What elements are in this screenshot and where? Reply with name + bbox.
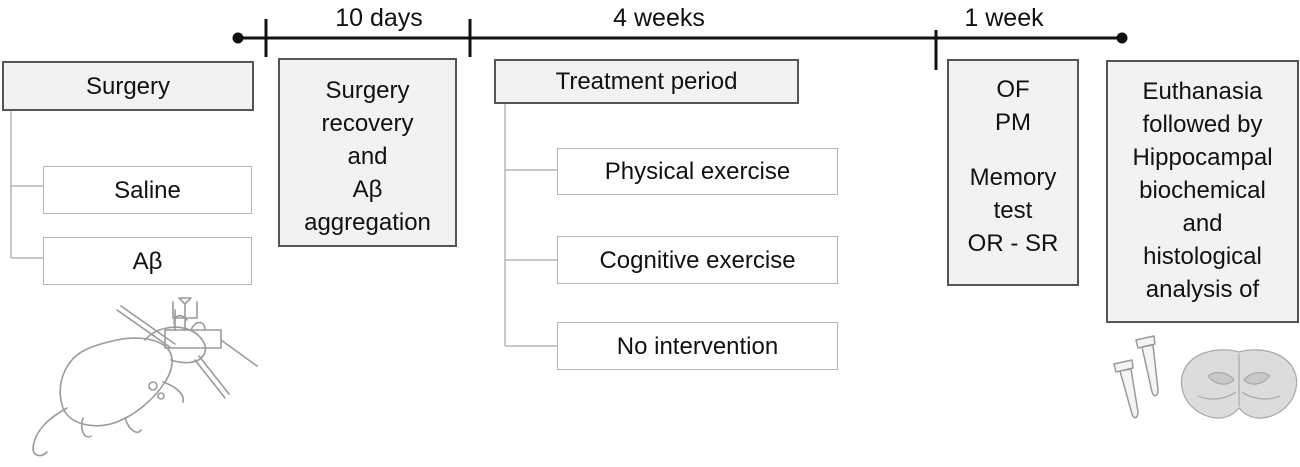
euthanasia-line: and xyxy=(1182,210,1223,237)
recovery-line: and xyxy=(347,143,388,170)
euthanasia-line: Hippocampal xyxy=(1132,144,1273,171)
group-cognitive-exercise-box: Cognitive exercise xyxy=(557,236,838,284)
group-no-intervention-box: No intervention xyxy=(557,322,838,370)
brain-section-icon xyxy=(1180,349,1298,419)
group-no-intervention-label: No intervention xyxy=(616,332,779,360)
treatment-title: Treatment period xyxy=(555,68,738,95)
group-physical-exercise-label: Physical exercise xyxy=(604,158,791,185)
recovery-line: aggregation xyxy=(304,209,431,236)
group-abeta-box: Aβ xyxy=(43,237,252,285)
group-saline-label: Saline xyxy=(114,176,181,204)
treatment-box: Treatment period xyxy=(494,59,799,104)
recovery-box: Surgery recovery and Aβ aggregation xyxy=(278,58,457,247)
euthanasia-line: histological xyxy=(1143,243,1262,270)
rat-stereotaxic-surgery-icon xyxy=(32,297,258,457)
euthanasia-line: analysis of xyxy=(1145,276,1260,303)
group-saline-box: Saline xyxy=(43,166,252,214)
euthanasia-box: Euthanasia followed by Hippocampal bioch… xyxy=(1106,60,1299,323)
euthanasia-line: Euthanasia xyxy=(1142,78,1263,105)
tests-line: test xyxy=(993,197,1033,224)
recovery-line: Surgery xyxy=(325,77,410,104)
timeline-start-dot xyxy=(232,32,244,44)
group-abeta-label: Aβ xyxy=(132,247,163,275)
recovery-line: Aβ xyxy=(352,176,383,203)
recovery-line: recovery xyxy=(321,110,414,137)
surgery-box: Surgery xyxy=(2,61,254,111)
period-label-10-days: 10 days xyxy=(335,4,423,32)
period-label-1-week: 1 week xyxy=(964,4,1044,32)
tests-line: OF xyxy=(996,76,1030,103)
surgery-title: Surgery xyxy=(85,72,171,100)
tests-line: PM xyxy=(994,109,1031,136)
euthanasia-line: followed by xyxy=(1142,111,1263,138)
group-cognitive-exercise-label: Cognitive exercise xyxy=(599,246,796,274)
eppendorf-tubes-icon xyxy=(1113,335,1159,419)
behavioral-tests-box: OF PM Memory test OR - SR xyxy=(947,59,1079,286)
group-physical-exercise-box: Physical exercise xyxy=(557,148,838,195)
tests-line: OR - SR xyxy=(967,230,1059,257)
timeline-end-dot xyxy=(1116,32,1128,44)
period-label-4-weeks: 4 weeks xyxy=(613,4,705,32)
tests-line: Memory xyxy=(969,164,1057,191)
euthanasia-line: biochemical xyxy=(1139,177,1266,204)
